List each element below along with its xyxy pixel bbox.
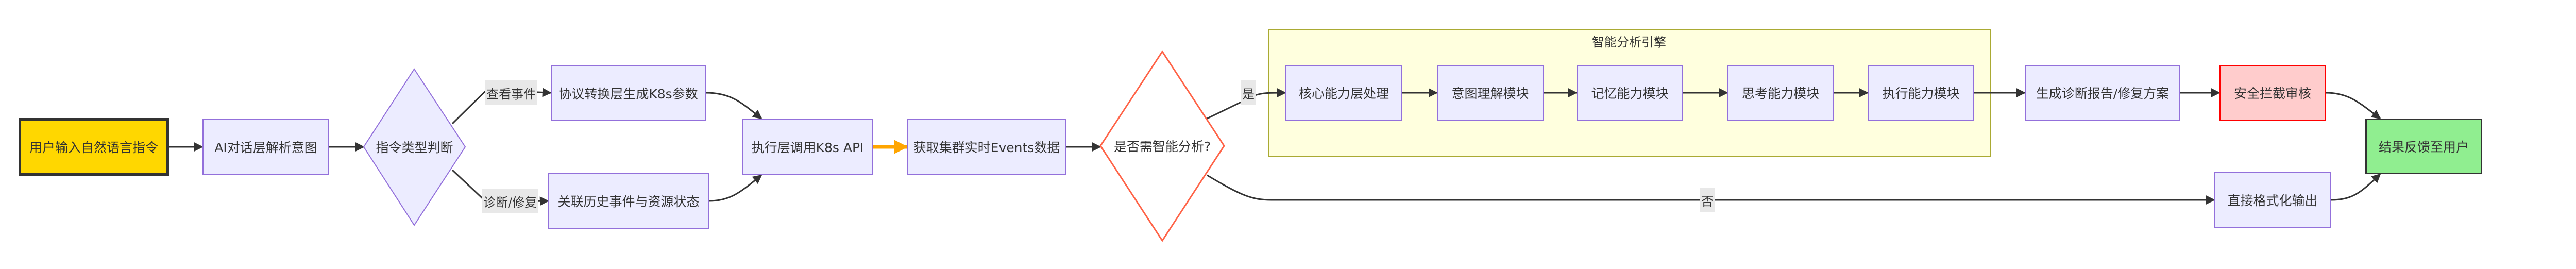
edge-direct-result bbox=[2330, 173, 2381, 201]
edge-protocol-execute bbox=[705, 92, 762, 120]
start-node: 用户输入自然语言指令 bbox=[19, 118, 169, 176]
decision-type-shape bbox=[363, 68, 466, 226]
report-node: 生成诊断报告/修复方案 bbox=[2025, 65, 2180, 121]
decision-type-label: 指令类型判断 bbox=[376, 140, 453, 155]
result-node: 结果反馈至用户 bbox=[2365, 119, 2482, 174]
edge-label-yes: 是 bbox=[1241, 80, 1256, 105]
memory-node: 记忆能力模块 bbox=[1577, 65, 1683, 121]
core-node: 核心能力层处理 bbox=[1285, 65, 1402, 121]
fetch-events-node: 获取集群实时Events数据 bbox=[907, 119, 1066, 175]
edge-label-diagnose-fix: 诊断/修复 bbox=[482, 189, 538, 213]
cluster-title: 智能分析引擎 bbox=[1592, 35, 1666, 49]
edge-label-view-events: 查看事件 bbox=[485, 80, 537, 105]
edge-label-no: 否 bbox=[1700, 188, 1715, 212]
edge-security-result bbox=[2325, 92, 2381, 120]
edge-correlate-execute bbox=[708, 174, 762, 202]
direct-output-node: 直接格式化输出 bbox=[2214, 172, 2331, 228]
ai-parse-node: AI对话层解析意图 bbox=[202, 119, 329, 175]
security-node: 安全拦截审核 bbox=[2219, 65, 2326, 121]
exec-module-node: 执行能力模块 bbox=[1868, 65, 1974, 121]
intent-node: 意图理解模块 bbox=[1437, 65, 1544, 121]
edge-decision-direct bbox=[1207, 174, 2215, 205]
correlate-node: 关联历史事件与资源状态 bbox=[548, 173, 709, 229]
decision-smart-shape bbox=[1099, 50, 1225, 242]
execute-api-node: 执行层调用K8s API bbox=[742, 119, 873, 175]
thinking-node: 思考能力模块 bbox=[1727, 65, 1834, 121]
protocol-node: 协议转换层生成K8s参数 bbox=[551, 65, 706, 121]
decision-smart-label: 是否需智能分析? bbox=[1113, 139, 1211, 154]
